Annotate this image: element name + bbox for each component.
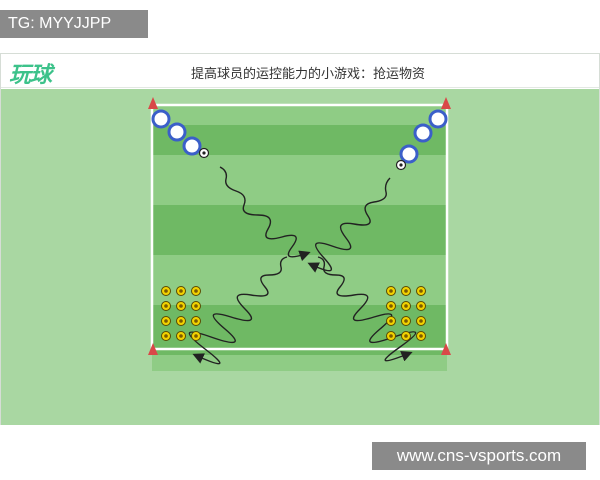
pitch bbox=[150, 103, 449, 371]
pitch-stripe bbox=[152, 305, 447, 355]
supply-token-center bbox=[404, 304, 408, 308]
pitch-stripe bbox=[152, 205, 447, 255]
pitch-stripe bbox=[152, 105, 447, 125]
supplies-left bbox=[161, 286, 201, 341]
supply-token-center bbox=[179, 334, 183, 338]
cone-top-left bbox=[148, 97, 158, 109]
supply-token-center bbox=[194, 319, 198, 323]
player bbox=[399, 144, 419, 164]
supply-token-center bbox=[179, 304, 183, 308]
dribble-arrow-center-to-bl bbox=[188, 256, 288, 365]
supply-token-center bbox=[419, 334, 423, 338]
player bbox=[413, 123, 433, 143]
player bbox=[151, 109, 171, 129]
player bbox=[428, 109, 448, 129]
pitch-boundary bbox=[150, 103, 449, 351]
supply-token-center bbox=[194, 289, 198, 293]
supply-token-center bbox=[164, 319, 168, 323]
supply-token-center bbox=[404, 319, 408, 323]
supply-token-center bbox=[179, 319, 183, 323]
supply-token-center bbox=[164, 304, 168, 308]
brand-logo: 玩球 bbox=[9, 63, 52, 88]
supply-token-center bbox=[389, 304, 393, 308]
supply-token-center bbox=[419, 304, 423, 308]
supply-token-center bbox=[194, 334, 198, 338]
supply-token-center bbox=[404, 289, 408, 293]
cone-top-right bbox=[441, 97, 451, 109]
supply-token-center bbox=[419, 289, 423, 293]
supply-token-center bbox=[194, 304, 198, 308]
pitch-stripe bbox=[152, 355, 447, 371]
ball-icon-center bbox=[399, 163, 403, 167]
dribble-arrow-center-to-br bbox=[317, 256, 417, 362]
pitch-stripe bbox=[152, 255, 447, 305]
team-left bbox=[151, 109, 210, 159]
watermark-top: TG: MYYJJPP bbox=[0, 10, 148, 38]
supply-token-center bbox=[389, 319, 393, 323]
supply-token-center bbox=[419, 319, 423, 323]
dribble-arrow-tl-to-center bbox=[219, 166, 311, 262]
cones bbox=[148, 97, 451, 355]
dribble-paths bbox=[188, 166, 417, 365]
supply-token-center bbox=[164, 289, 168, 293]
diagram-header: 玩球 提高球员的运控能力的小游戏：抢运物资 bbox=[1, 54, 599, 88]
watermark-bottom: www.cns-vsports.com bbox=[372, 442, 586, 470]
cone-bottom-left bbox=[148, 343, 158, 355]
team-right bbox=[395, 109, 448, 171]
supply-token-center bbox=[179, 289, 183, 293]
supply-token-center bbox=[404, 334, 408, 338]
dribble-arrow-tr-to-center bbox=[307, 177, 391, 273]
supply-token-center bbox=[389, 334, 393, 338]
cone-bottom-right bbox=[441, 343, 451, 355]
supply-token-center bbox=[164, 334, 168, 338]
player bbox=[182, 136, 202, 156]
ball-icon-center bbox=[202, 151, 206, 155]
supplies-right bbox=[386, 286, 426, 341]
player bbox=[167, 122, 187, 142]
diagram-title: 提高球员的运控能力的小游戏：抢运物资 bbox=[191, 67, 426, 82]
drill-diagram bbox=[148, 97, 451, 371]
supply-token-center bbox=[389, 289, 393, 293]
